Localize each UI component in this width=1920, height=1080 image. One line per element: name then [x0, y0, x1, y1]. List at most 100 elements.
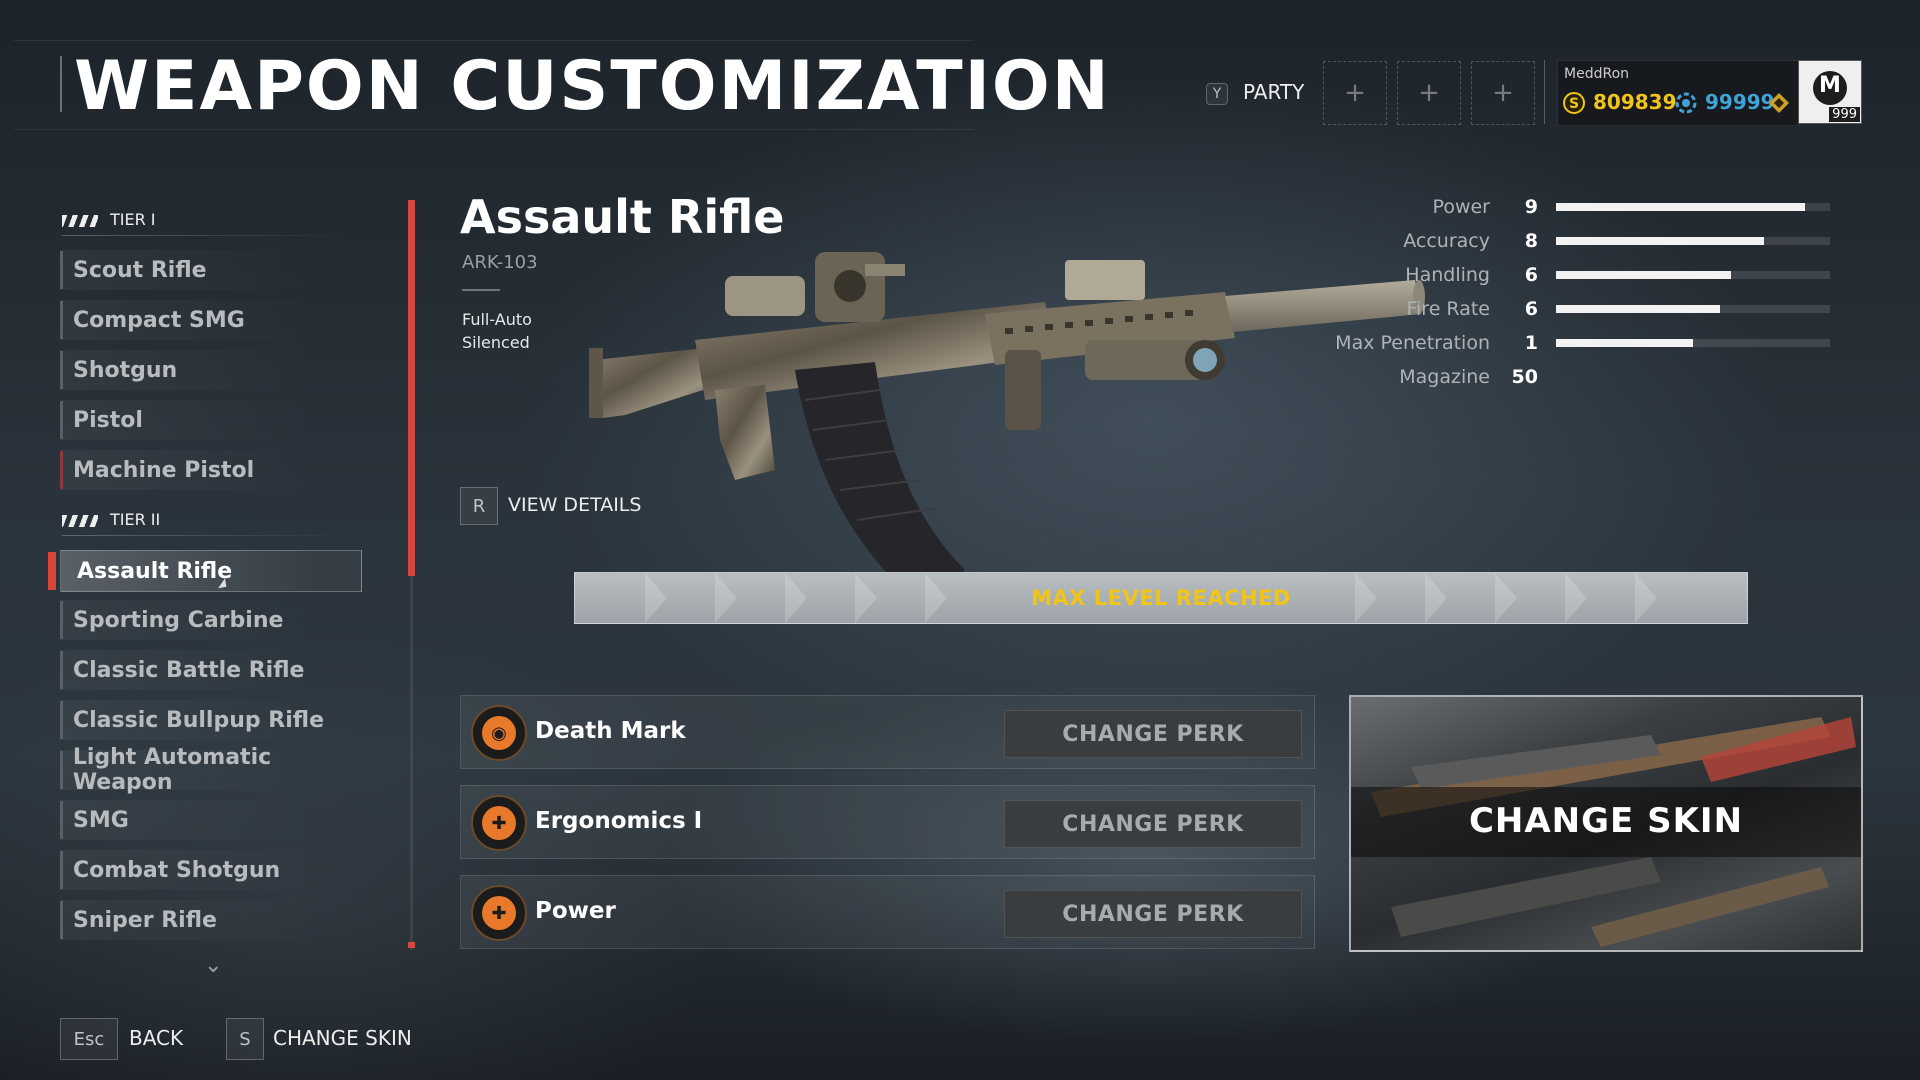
weapon-item-label: Assault Rifle [77, 558, 233, 584]
weapon-item-label: Classic Battle Rifle [73, 657, 305, 683]
change-skin-key-hint: S [226, 1018, 264, 1060]
avatar-letter: M [1819, 73, 1841, 98]
tier-1-label: TIER I [110, 210, 156, 229]
stat-value: 50 [1511, 366, 1538, 388]
stat-label: Max Penetration [1335, 332, 1490, 354]
avatar-level: 999 [1829, 107, 1860, 122]
party-slot-1[interactable]: + [1323, 61, 1387, 125]
stat-label: Fire Rate [1406, 298, 1490, 320]
weapon-item-shotgun[interactable]: Shotgun [60, 350, 360, 390]
perk-plus-icon: ✚ [471, 795, 527, 851]
tier-2-header: TIER II [62, 510, 352, 536]
change-skin-label: CHANGE SKIN [1468, 801, 1744, 841]
selected-marker [48, 552, 56, 590]
stat-value: 1 [1524, 332, 1538, 354]
weapon-name: Assault Rifle [460, 190, 785, 244]
crosshair-skull-icon: ◉ [471, 705, 527, 761]
back-key-hint: Esc [60, 1018, 118, 1060]
level-progress-bar: MAX LEVEL REACHED [574, 572, 1748, 624]
party-slot-3[interactable]: + [1471, 61, 1535, 125]
weapon-item-assault-rifle[interactable]: Assault Rifle [60, 550, 362, 592]
stat-value: 6 [1524, 298, 1538, 320]
stat-value: 6 [1524, 264, 1538, 286]
weapon-item-sniper-rifle[interactable]: Sniper Rifle [60, 900, 360, 940]
weapon-item-label: Classic Bullpup Rifle [73, 707, 325, 733]
scrollbar-end [408, 942, 415, 948]
credits-icon: S [1563, 92, 1585, 118]
weapon-item-smg[interactable]: SMG [60, 800, 360, 840]
premium-amount: 99999 [1705, 90, 1775, 114]
tier-stripes-icon [62, 514, 98, 527]
credits-amount: 809839 [1593, 90, 1677, 114]
weapon-model: ARK-103 [462, 252, 538, 273]
view-details-key-hint: R [460, 487, 498, 525]
perk-name: Ergonomics I [535, 808, 703, 834]
weapon-tags: Full-Auto Silenced [462, 308, 532, 354]
stat-row-power: Power 9 [1130, 196, 1830, 218]
stat-row-magazine: Magazine 50 [1130, 366, 1538, 388]
weapon-item-scout-rifle[interactable]: Scout Rifle [60, 250, 360, 290]
title-frame [14, 40, 974, 130]
stat-bar [1556, 305, 1830, 313]
rank-diamond-icon [1768, 92, 1790, 118]
stat-row-fire-rate: Fire Rate 6 [1130, 298, 1830, 320]
perk-row-power: ✚ Power CHANGE PERK [460, 875, 1315, 949]
weapon-item-machine-pistol[interactable]: Machine Pistol [60, 450, 360, 490]
weapon-item-label: Light Automatic Weapon [72, 745, 272, 795]
tier-stripes-icon [62, 214, 98, 227]
stat-row-accuracy: Accuracy 8 [1130, 230, 1830, 252]
party-key-hint: Y [1206, 83, 1228, 105]
weapon-tag-fire-mode: Full-Auto [462, 310, 532, 329]
player-name: MeddRon [1564, 66, 1630, 82]
tier-2-line [62, 535, 352, 536]
stat-bar [1556, 271, 1830, 279]
svg-text:S: S [1569, 96, 1579, 112]
change-skin-card[interactable]: CHANGE SKIN [1349, 695, 1863, 952]
weapon-item-compact-smg[interactable]: Compact SMG [60, 300, 360, 340]
tier-1-header: TIER I [62, 210, 352, 236]
party-button[interactable]: PARTY [1243, 80, 1305, 104]
weapon-item-pistol[interactable]: Pistol [60, 400, 360, 440]
perk-name: Death Mark [535, 718, 686, 744]
stat-bar-fill [1556, 305, 1721, 313]
avatar[interactable]: M 999 [1798, 60, 1862, 124]
weapon-item-light-automatic-weapon[interactable]: Light Automatic Weapon [60, 745, 360, 795]
stat-bar [1556, 237, 1830, 245]
max-level-label: MAX LEVEL REACHED [1031, 586, 1291, 610]
player-card [1557, 60, 1800, 126]
stat-bar-fill [1556, 339, 1693, 347]
perk-row-ergonomics: ✚ Ergonomics I CHANGE PERK [460, 785, 1315, 859]
weapon-item-label: Sniper Rifle [73, 907, 217, 933]
weapon-item-label: Compact SMG [73, 307, 245, 333]
weapon-item-combat-shotgun[interactable]: Combat Shotgun [60, 850, 360, 890]
back-button[interactable]: BACK [129, 1026, 184, 1050]
stat-row-handling: Handling 6 [1130, 264, 1830, 286]
perk-row-death-mark: ◉ Death Mark CHANGE PERK [460, 695, 1315, 769]
scroll-down-chevron-icon[interactable]: ⌄ [204, 953, 223, 978]
stat-bar-fill [1556, 271, 1732, 279]
weapon-item-classic-bullpup-rifle[interactable]: Classic Bullpup Rifle [60, 700, 360, 740]
stat-label: Power [1432, 196, 1490, 218]
scrollbar-thumb[interactable] [408, 200, 415, 576]
title-tick [60, 56, 62, 112]
weapon-item-label: Pistol [73, 407, 143, 433]
premium-currency-icon [1675, 92, 1697, 118]
party-slot-2[interactable]: + [1397, 61, 1461, 125]
tier-2-label: TIER II [110, 510, 161, 529]
weapon-item-sporting-carbine[interactable]: Sporting Carbine [60, 600, 360, 640]
stat-row-max-penetration: Max Penetration 1 [1130, 332, 1830, 354]
weapon-item-label: SMG [73, 807, 129, 833]
weapon-item-label: Sporting Carbine [73, 607, 284, 633]
change-perk-button[interactable]: CHANGE PERK [1004, 710, 1302, 758]
change-perk-button[interactable]: CHANGE PERK [1004, 800, 1302, 848]
view-details-button[interactable]: VIEW DETAILS [508, 494, 642, 516]
stat-bar-fill [1556, 203, 1806, 211]
weapon-item-classic-battle-rifle[interactable]: Classic Battle Rifle [60, 650, 360, 690]
weapon-tag-suppressor: Silenced [462, 333, 530, 352]
stat-value: 9 [1524, 196, 1538, 218]
stat-bar [1556, 339, 1830, 347]
change-perk-button[interactable]: CHANGE PERK [1004, 890, 1302, 938]
perk-name: Power [535, 898, 616, 924]
stat-label: Handling [1405, 264, 1490, 286]
change-skin-prompt-button[interactable]: CHANGE SKIN [273, 1026, 412, 1050]
